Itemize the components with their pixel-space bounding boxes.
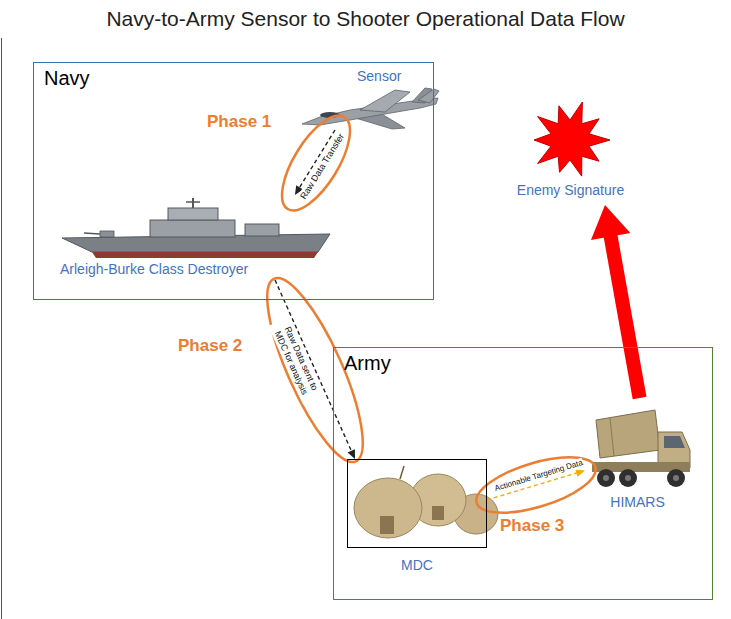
node-label: Sensor: [357, 68, 401, 85]
arrowhead: [348, 449, 355, 459]
ship-mast: [192, 198, 194, 208]
arrowhead: [575, 469, 585, 477]
picture-node: HIMARS: [585, 398, 690, 513]
truck-wheel: [667, 469, 685, 487]
phase-label: Phase 1: [207, 112, 271, 132]
launcher-pod-detail: [610, 418, 614, 456]
jet-tail: [418, 89, 439, 103]
picture-node: Sensor: [300, 68, 440, 130]
frame-line: [1, 38, 2, 619]
ship-deckhouse: [245, 224, 279, 236]
picture-node: Arleigh-Burke Class Destroyer: [58, 195, 323, 280]
wheel-hub: [603, 475, 609, 481]
tent: [354, 478, 422, 538]
ship-waterline: [92, 252, 318, 258]
thick-arrow: [591, 205, 640, 398]
region-box: ArmyMDC HIMARS: [333, 347, 713, 600]
node-label: Arleigh-Burke Class Destroyer: [60, 261, 248, 278]
ship-gun-barrel: [84, 233, 100, 234]
phase-ellipse: [470, 446, 601, 524]
phase-ellipse: [269, 105, 363, 220]
ship-mast: [186, 201, 200, 203]
picture-node: Enemy Signature: [513, 95, 628, 205]
tent-door: [432, 506, 444, 520]
wheel-hub: [625, 475, 631, 481]
ship-bridge: [168, 208, 218, 220]
region-box: Navy SensorArleigh-Burke Class Destroyer: [33, 62, 434, 300]
outlined-box: MDC: [347, 459, 487, 548]
wheel-hub: [673, 475, 679, 481]
ship-superstructure: [150, 220, 235, 237]
diagram-title: Navy-to-Army Sensor to Shooter Operation…: [0, 6, 731, 31]
tent-antenna: [400, 466, 404, 479]
jet-wing: [360, 90, 410, 112]
connector-label: Actionable Targeting Data: [493, 458, 585, 494]
phase-label: Phase 3: [500, 516, 564, 536]
arrow-shaft: [610, 233, 640, 398]
truck-wheel: [597, 469, 615, 487]
truck-wheel: [619, 469, 637, 487]
connector: [275, 280, 355, 459]
node-label: Army: [344, 351, 391, 375]
ship-gun: [100, 231, 114, 237]
launcher-pod: [596, 410, 660, 458]
truck-window: [664, 436, 685, 448]
node-label: Enemy Signature: [517, 182, 624, 199]
phase-label: Phase 2: [178, 336, 242, 356]
explosion-star: [534, 102, 610, 176]
node-label: HIMARS: [610, 494, 664, 511]
node-label: Navy: [44, 66, 90, 90]
arrowhead: [591, 205, 630, 240]
node-label: MDC: [401, 557, 433, 574]
tent-door: [380, 516, 394, 534]
